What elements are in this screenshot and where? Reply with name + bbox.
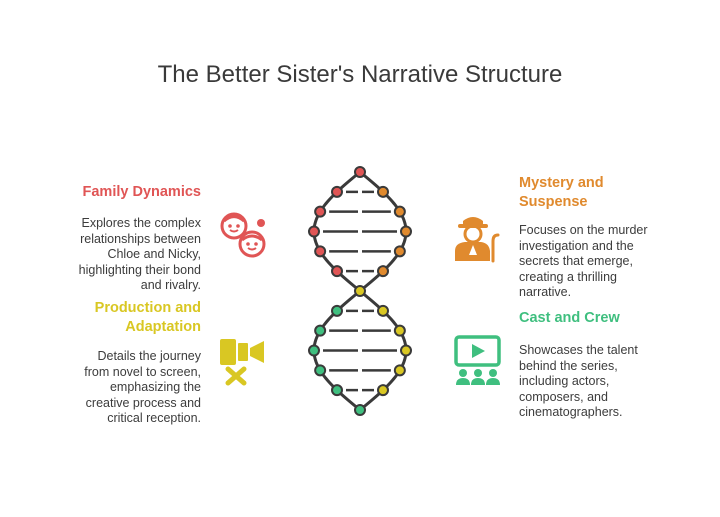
helix-node — [314, 245, 327, 258]
detective-icon — [455, 217, 500, 263]
cast-crew-heading: Cast and Crew — [519, 310, 620, 326]
cast-crew-block: Cast and Crew Showcases the talent behin… — [519, 309, 679, 421]
mystery-suspense-block: Mystery and Suspense Focuses on the murd… — [519, 174, 679, 301]
helix-node — [377, 384, 389, 397]
helix-node — [331, 185, 343, 198]
family-dynamics-block: Family Dynamics Explores the complex rel… — [60, 183, 201, 294]
helix-rungs — [323, 190, 397, 392]
production-adaptation-body: Details the journey from novel to screen… — [84, 349, 201, 426]
helix-node — [331, 384, 343, 397]
helix-node — [377, 265, 389, 278]
screen-audience-icon — [454, 335, 501, 385]
helix-node — [377, 304, 389, 317]
dna-helix-diagram — [308, 166, 412, 416]
helix-node — [377, 185, 389, 198]
mystery-suspense-body: Focuses on the murder investigation and … — [519, 223, 648, 300]
helix-node — [308, 225, 320, 238]
family-dynamics-heading: Family Dynamics — [82, 184, 201, 200]
helix-node — [393, 364, 406, 377]
helix-node — [314, 324, 327, 337]
movie-camera-icon — [220, 339, 264, 386]
helix-node — [308, 344, 320, 357]
family-dynamics-body: Explores the complex relationships betwe… — [78, 216, 201, 293]
helix-node — [354, 166, 366, 178]
production-adaptation-heading: Production and Adaptation — [94, 300, 201, 335]
helix-node — [354, 404, 366, 416]
page-title: The Better Sister's Narrative Structure — [157, 61, 563, 88]
helix-nodes — [308, 166, 412, 416]
sisters-faces-icon — [220, 212, 266, 258]
mystery-suspense-heading: Mystery and Suspense — [519, 175, 604, 210]
helix-node — [354, 285, 366, 297]
helix-node — [393, 205, 406, 218]
helix-node — [400, 225, 412, 238]
helix-node — [393, 324, 406, 337]
helix-node — [314, 205, 327, 218]
production-adaptation-block: Production and Adaptation Details the jo… — [60, 299, 201, 427]
cast-crew-body: Showcases the talent behind the series, … — [519, 343, 638, 420]
helix-node — [400, 344, 412, 357]
helix-node — [331, 304, 343, 317]
helix-node — [331, 265, 343, 278]
helix-node — [314, 364, 327, 377]
helix-node — [393, 245, 406, 258]
